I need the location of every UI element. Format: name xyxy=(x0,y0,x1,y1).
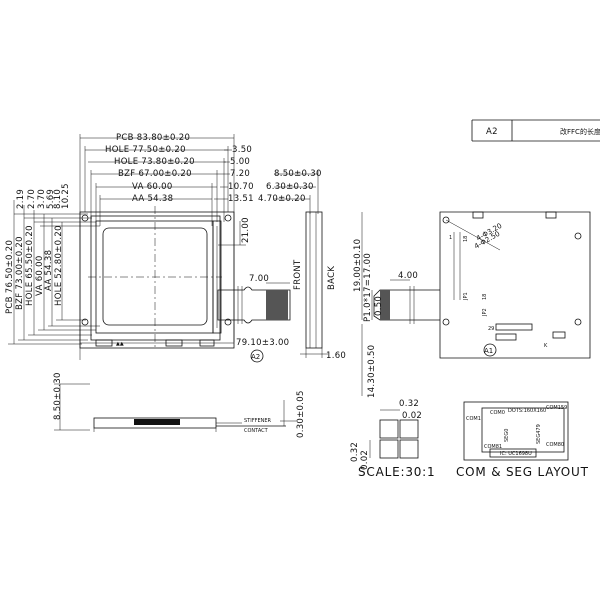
dim-offset-2: 6.30±0.30 xyxy=(266,182,314,192)
jp2-label: JP2 xyxy=(482,308,488,317)
contact-label: CONTACT xyxy=(244,428,269,434)
pixel-size-1: 0.32 xyxy=(399,399,419,409)
offset-1: 2.19 xyxy=(16,189,26,209)
offset-3: 3.70 xyxy=(37,189,47,209)
dim-aa-width: AA 54.38 xyxy=(132,194,173,204)
height-dimensions: PCB 76.50±0.20 BZF 73.00±0.20 HOLE 65.50… xyxy=(5,200,100,345)
dim-right-5: 13.51 xyxy=(228,194,254,204)
dim-right-1: 3.50 xyxy=(232,145,252,155)
offset-2: 2.70 xyxy=(27,189,37,209)
label-k: K xyxy=(544,343,548,349)
side-thickness: 1.60 xyxy=(326,351,346,361)
fpc-detail: 1 18 JP1 18 JP2 29 K A1 19.00±0.10 P1.0*… xyxy=(353,211,591,398)
svg-text:▲▲: ▲▲ xyxy=(116,341,124,347)
scale-detail: 0.32 0.02 0.32 0.02 SCALE:30:1 xyxy=(350,399,435,479)
fpc-tail: 7.00 xyxy=(217,274,291,324)
front-label: FRONT xyxy=(293,259,303,290)
dim-hole-height: HOLE 65.50±0.20 xyxy=(25,225,35,306)
fpc-length: 19.00±0.10 xyxy=(353,239,363,292)
dim-va-height: VA 60.00 xyxy=(35,255,45,296)
dim-pcb-width: PCB 83.80±0.20 xyxy=(116,133,190,143)
revision-table: A2 改FFC的长度 xyxy=(471,119,600,142)
left-offsets: 2.19 2.70 3.70 5.69 8.10 10.25 xyxy=(14,183,100,227)
dim-offset-1: 8.50±0.30 xyxy=(274,169,322,179)
com-seg-layout: DOTS:160X160 COM0 COM159 COM1 COM80 COM8… xyxy=(456,401,589,479)
front-view: PCB 83.80±0.20 HOLE 77.50±0.20 HOLE 73.8… xyxy=(5,133,322,363)
dim-right-4: 10.70 xyxy=(228,182,254,192)
layout-seg0: SEG0 xyxy=(504,429,510,442)
pixel-gap-1: 0.02 xyxy=(402,411,422,421)
lcd-module: ▲▲ xyxy=(79,206,235,349)
pin-29: 29 xyxy=(488,326,494,332)
back-label: BACK xyxy=(327,266,337,290)
pin-1: 1 xyxy=(449,235,452,241)
layout-com1: COM1 xyxy=(466,416,481,422)
dim-bottom: 79.10±3.00 xyxy=(236,338,289,348)
dim-right-2: 5.00 xyxy=(230,157,250,167)
jp1-label: JP1 xyxy=(463,292,469,301)
rev-marker-a2: A2 xyxy=(251,353,260,361)
dim-hole2-width: HOLE 73.80±0.20 xyxy=(114,157,195,167)
dim-va-width: VA 60.00 xyxy=(132,182,173,192)
layout-com80: COM80 xyxy=(546,442,564,448)
rev-marker-a1: A1 xyxy=(484,347,493,355)
revision-code: A2 xyxy=(486,127,498,137)
layout-title: COM & SEG LAYOUT xyxy=(456,465,589,479)
dim-aa-height: AA 54.38 xyxy=(44,250,54,291)
layout-seg479: SEG479 xyxy=(536,424,542,444)
fpc-width: 4.00 xyxy=(398,271,418,281)
stiffener-thickness: 0.30±0.05 xyxy=(296,390,306,438)
bottom-view: 8.50±0.30 STIFFENER CONTACT 0.30±0.05 xyxy=(53,372,306,438)
dim-offset-3: 4.70±0.20 xyxy=(258,194,306,204)
pixel-size-2: 0.32 xyxy=(350,442,360,462)
dim-bzf-height: BZF 73.00±0.20 xyxy=(15,236,25,310)
pin-18: 18 xyxy=(463,236,469,242)
dim-7: 7.00 xyxy=(249,274,269,284)
dim-hole2-height: HOLE 52.80±0.20 xyxy=(54,225,64,306)
revision-note: 改FFC的长度 xyxy=(560,127,600,136)
layout-com0: COM0 xyxy=(490,410,505,416)
dim-pcb-height: PCB 76.50±0.20 xyxy=(5,240,15,314)
dim-hole-width: HOLE 77.50±0.20 xyxy=(105,145,186,155)
side-view: FRONT BACK 1.60 xyxy=(293,211,346,361)
layout-ic: IC: UC1698U xyxy=(500,451,532,457)
fpc-gap: 0.50 xyxy=(374,296,384,316)
fpc-pitch: P1.0*17=17.00 xyxy=(363,253,373,322)
scale-label: SCALE:30:1 xyxy=(358,465,435,479)
layout-com159: COM159 xyxy=(546,405,567,411)
dim-bzf-width: BZF 67.00±0.20 xyxy=(118,169,192,179)
layout-dots: DOTS:160X160 xyxy=(508,408,546,414)
offset-4: 5.69 xyxy=(46,189,56,209)
fpc-lower: 14.30±0.50 xyxy=(367,345,377,398)
stiffener-label: STIFFENER xyxy=(244,418,272,424)
offset-5: 8.10 xyxy=(53,189,63,209)
bottom-height: 8.50±0.30 xyxy=(53,372,63,420)
offset-6: 10.25 xyxy=(61,183,71,209)
right-dimensions: 3.50 5.00 7.20 10.70 13.51 8.50±0.30 6.3… xyxy=(214,145,322,214)
dim-right-3: 7.20 xyxy=(230,169,250,179)
layout-com81: COM81 xyxy=(484,444,502,450)
dim-21: 21.00 xyxy=(241,217,251,243)
pixel-gap-2: 0.02 xyxy=(360,450,370,470)
pin-18b: 18 xyxy=(482,294,488,300)
